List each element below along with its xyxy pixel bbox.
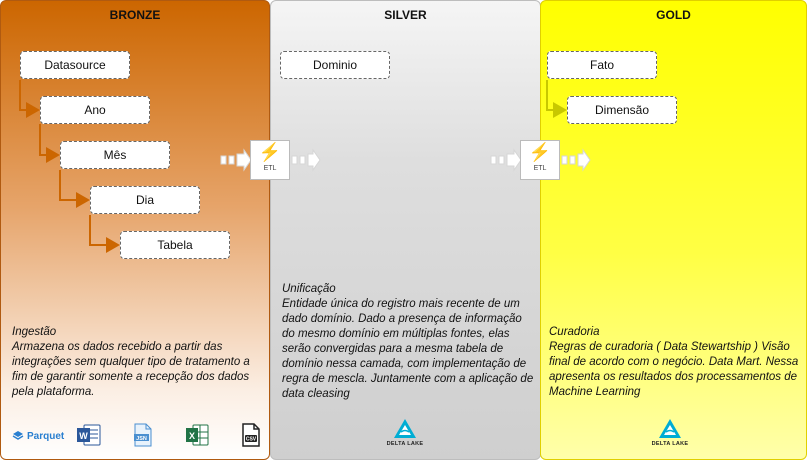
dia-node[interactable]: Dia (90, 186, 200, 214)
word-icon: W (77, 424, 101, 446)
silver-desc-body: Entidade única do registro mais recente … (282, 298, 534, 400)
etl-bronze-silver[interactable]: ⚡ ETL (250, 140, 290, 180)
csv-file-icon: CSV (242, 423, 260, 447)
lightning-icon: ⚡ (528, 142, 552, 162)
etl-silver-gold[interactable]: ⚡ ETL (520, 140, 560, 180)
svg-text:W: W (79, 431, 88, 441)
lightning-icon: ⚡ (258, 142, 282, 162)
delta-lake-text: DELTA LAKE (386, 441, 424, 447)
excel-icon: X (186, 424, 209, 446)
delta-lake-logo-silver: DELTA LAKE (385, 418, 425, 447)
delta-lake-logo-gold: DELTA LAKE (650, 418, 690, 447)
json-file-icon: JSN (134, 423, 152, 447)
delta-lake-text: DELTA LAKE (651, 441, 689, 447)
mes-node[interactable]: Mês (60, 141, 170, 169)
gold-desc-body: Regras de curadoria ( Data Stewartship )… (549, 341, 799, 398)
parquet-icon: Parquet (12, 430, 64, 442)
silver-desc-title: Unificação (282, 283, 336, 295)
datasource-node[interactable]: Datasource (20, 51, 130, 79)
fato-node[interactable]: Fato (547, 51, 657, 79)
parquet-label: Parquet (27, 430, 65, 442)
ano-node[interactable]: Ano (40, 96, 150, 124)
silver-description: Unificação Entidade única do registro ma… (282, 282, 534, 402)
bronze-desc-title: Ingestão (12, 326, 57, 338)
etl-label: ETL (533, 165, 547, 172)
gold-desc-title: Curadoria (549, 326, 600, 338)
svg-text:X: X (189, 431, 195, 441)
csv-label: CSV (246, 437, 257, 443)
bronze-desc-body: Armazena os dados recebido a partir das … (12, 341, 250, 398)
gold-description: Curadoria Regras de curadoria ( Data Ste… (549, 325, 801, 400)
silver-title: SILVER (384, 8, 427, 22)
dimensao-node[interactable]: Dimensão (567, 96, 677, 124)
delta-lake-icon (659, 419, 681, 438)
tabela-node[interactable]: Tabela (120, 231, 230, 259)
gold-title: GOLD (656, 8, 691, 22)
delta-lake-icon (394, 419, 416, 438)
json-label: JSN (136, 436, 147, 442)
etl-label: ETL (263, 165, 277, 172)
bronze-description: Ingestão Armazena os dados recebido a pa… (12, 325, 264, 400)
dominio-node[interactable]: Dominio (280, 51, 390, 79)
bronze-title: BRONZE (109, 8, 161, 22)
